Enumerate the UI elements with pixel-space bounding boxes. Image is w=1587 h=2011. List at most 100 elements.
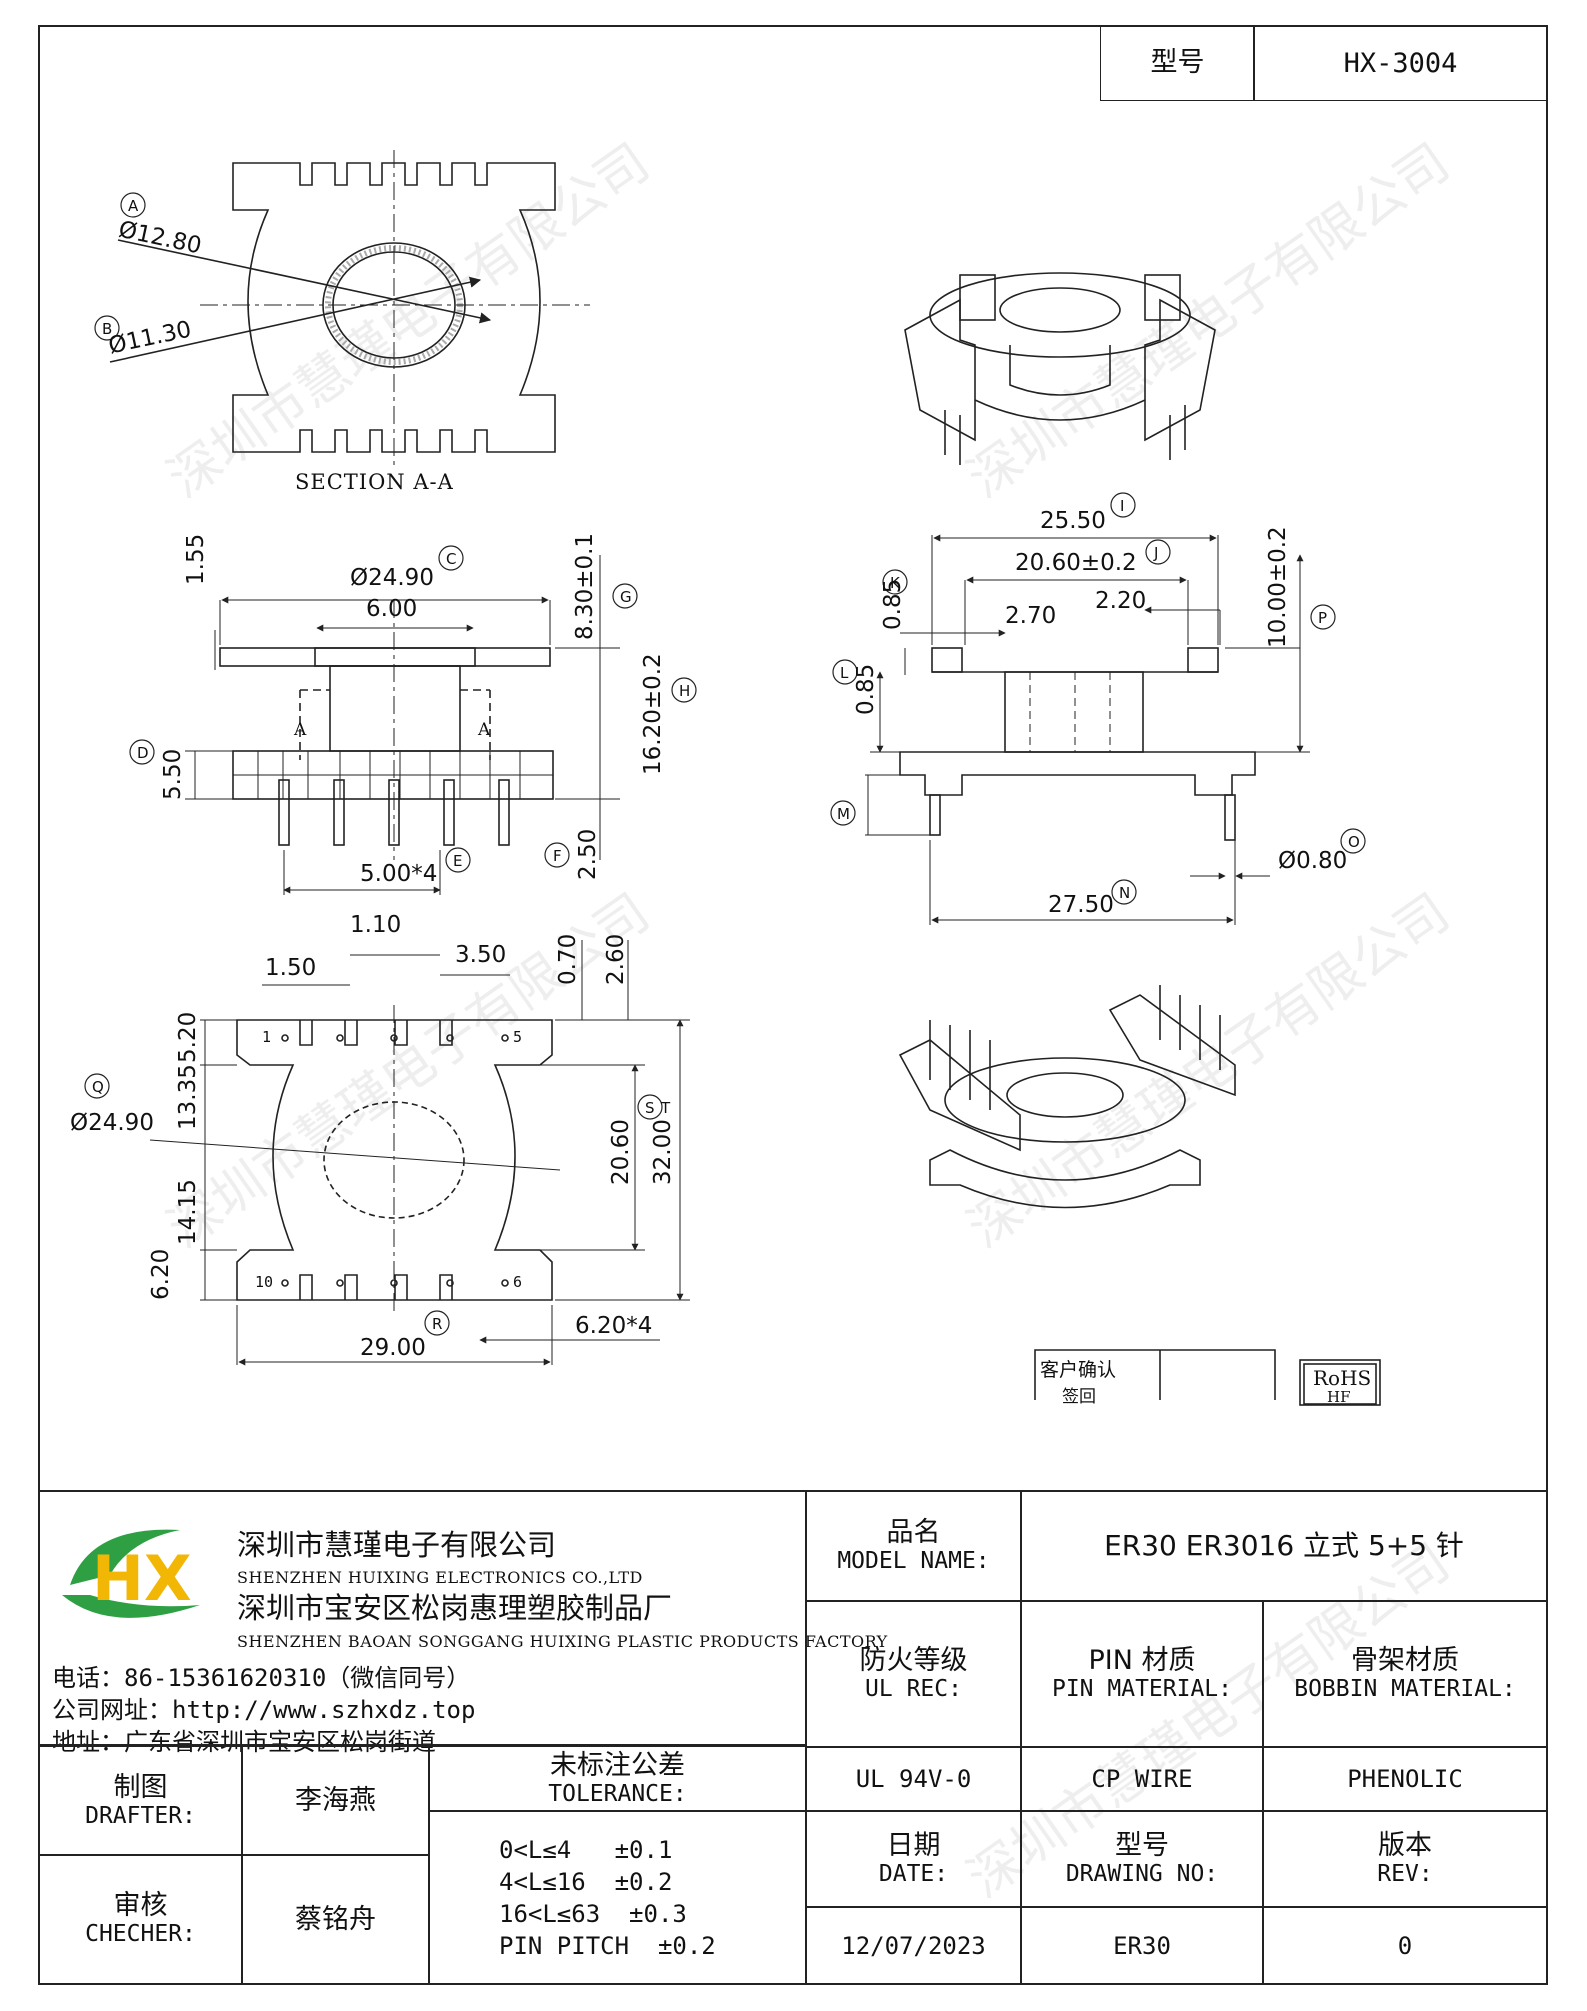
dim-label: 8.30±0.1 [572, 532, 598, 640]
pin-number: 1 [262, 1028, 272, 1046]
pin-number: 5 [513, 1028, 523, 1046]
dim-label: 6.20*4 [575, 1313, 653, 1339]
model-name-value: ER30 ER3016 立式 5+5 针 [1104, 1528, 1464, 1562]
section-view [109, 150, 590, 470]
section-label: SECTION A-A [295, 470, 454, 494]
drawing-no-en: DRAWING NO: [1065, 1860, 1219, 1887]
rev-value: 0 [1262, 1906, 1548, 1985]
dim-label: 32.00 [650, 1119, 676, 1185]
marker: H [679, 682, 691, 700]
pin-material-value: CP WIRE [1020, 1746, 1264, 1812]
dim-label: 6.20 [148, 1248, 174, 1300]
header-model-label: 型号 [1100, 25, 1255, 101]
hf-label: HF [1327, 1388, 1351, 1406]
rev-label-cell: 版本 REV: [1262, 1810, 1548, 1908]
tolerance-label-cell: 未标注公差 TOLERANCE: [428, 1746, 807, 1812]
tolerance-line: 4<L≤16 ±0.2 [499, 1867, 673, 1896]
model-name-en: MODEL NAME: [837, 1547, 990, 1574]
dim-label: 14.15 [175, 1179, 201, 1245]
tolerance-en: TOLERANCE: [548, 1780, 687, 1807]
pin-material-label-cell: PIN 材质 PIN MATERIAL: [1020, 1600, 1264, 1748]
pin-material-en: PIN MATERIAL: [1051, 1675, 1232, 1702]
ul-en: UL REC: [865, 1675, 962, 1702]
dim-label: 5.50 [160, 748, 186, 800]
ul-label-cell: 防火等级 UL REC: [805, 1600, 1022, 1748]
dim-label: 2.70 [1005, 603, 1057, 629]
marker: O [1348, 833, 1360, 851]
dim-label: 1.55 [183, 533, 209, 585]
drawing-no-label-cell: 型号 DRAWING NO: [1020, 1810, 1264, 1908]
dim-label: 29.00 [360, 1335, 426, 1361]
tolerance-line: 0<L≤4 ±0.1 [499, 1835, 673, 1864]
marker-circles [84, 192, 1366, 1336]
dim-label: 16.20±0.2 [640, 653, 666, 775]
dim-label: 1.50 [265, 955, 317, 981]
drafter-name: 李海燕 [241, 1746, 430, 1856]
divider [805, 1490, 807, 1746]
dim-label: 3.50 [455, 942, 507, 968]
factory-name-cn: 深圳市宝安区松岗惠理塑胶制品厂 [237, 1591, 673, 1625]
iso-view-top [904, 272, 1216, 465]
marker: A [128, 197, 139, 215]
factory-name-en: SHENZHEN BAOAN SONGGANG HUIXING PLASTIC … [237, 1632, 888, 1651]
company-logo: HX [50, 1515, 220, 1635]
model-name-cn: 品名 [886, 1516, 941, 1548]
dim-label: 10.00±0.2 [1265, 526, 1291, 648]
drawing-no-cn: 型号 [1115, 1829, 1169, 1861]
marker: K [890, 574, 900, 592]
iso-view-bottom [898, 985, 1236, 1209]
marker: G [620, 588, 632, 606]
pin-number: 6 [513, 1273, 523, 1291]
dim-label: 1.10 [350, 912, 402, 938]
date-label-cell: 日期 DATE: [805, 1810, 1022, 1908]
date-value: 12/07/2023 [805, 1906, 1022, 1985]
tolerance-cn: 未标注公差 [550, 1749, 685, 1781]
checker-cn: 审核 [113, 1890, 168, 1922]
date-en: DATE: [878, 1860, 949, 1887]
drawing-no-value: ER30 [1020, 1906, 1264, 1985]
marker: Q [92, 1078, 104, 1096]
marker: E [453, 852, 463, 870]
tolerance-line: PIN PITCH ±0.2 [499, 1931, 716, 1960]
company-name-cn: 深圳市慧瑾电子有限公司 [237, 1528, 557, 1562]
dim-label: 20.60 [608, 1119, 634, 1185]
front-view [865, 534, 1310, 925]
marker: C [446, 550, 457, 568]
checker-name: 蔡铭舟 [241, 1854, 430, 1985]
title-block-divider [38, 1490, 1548, 1492]
bobbin-material-value: PHENOLIC [1262, 1746, 1548, 1812]
bobbin-material-cn: 骨架材质 [1351, 1644, 1459, 1676]
dim-label: Ø0.80 [1278, 848, 1348, 874]
company-website[interactable]: 公司网址：http://www.szhxdz.top [52, 1696, 476, 1724]
header-model-value: HX-3004 [1253, 25, 1548, 101]
company-name-en: SHENZHEN HUIXING ELECTRONICS CO.,LTD [237, 1568, 643, 1587]
section-arrow-label: A [294, 720, 307, 740]
logo-text: HX [92, 1542, 192, 1615]
dim-label: 0.85 [853, 663, 879, 715]
dim-label: 5.00*4 [360, 861, 438, 887]
ul-value: UL 94V-0 [805, 1746, 1022, 1812]
dim-label: 2.50 [575, 828, 601, 880]
dimension-labels: Ø12.80 Ø11.30 1.55 Ø24.90 6.00 8.30±0.1 … [70, 217, 1348, 1361]
dim-label: 0.70 [555, 933, 581, 985]
marker: I [1120, 497, 1125, 515]
dim-label: 25.50 [1040, 508, 1106, 534]
marker: P [1318, 609, 1328, 627]
marker: F [553, 847, 562, 865]
rohs-label: RoHS [1313, 1366, 1372, 1390]
date-cn: 日期 [886, 1829, 941, 1861]
dim-label: Ø24.90 [70, 1110, 154, 1136]
side-view [185, 555, 620, 895]
tolerance-line: 16<L≤63 ±0.3 [499, 1899, 687, 1928]
marker: J [1154, 544, 1159, 562]
dim-label: 13.35 [175, 1064, 201, 1130]
marker: D [137, 744, 149, 762]
dim-label: 2.20 [1095, 588, 1147, 614]
drafter-en: DRAFTER: [85, 1802, 196, 1829]
rev-cn: 版本 [1378, 1829, 1432, 1861]
dim-label: 27.50 [1048, 892, 1114, 918]
divider [38, 1744, 807, 1746]
dim-label: Ø11.30 [106, 316, 194, 360]
marker: T [661, 1099, 671, 1117]
top-view [149, 940, 690, 1366]
